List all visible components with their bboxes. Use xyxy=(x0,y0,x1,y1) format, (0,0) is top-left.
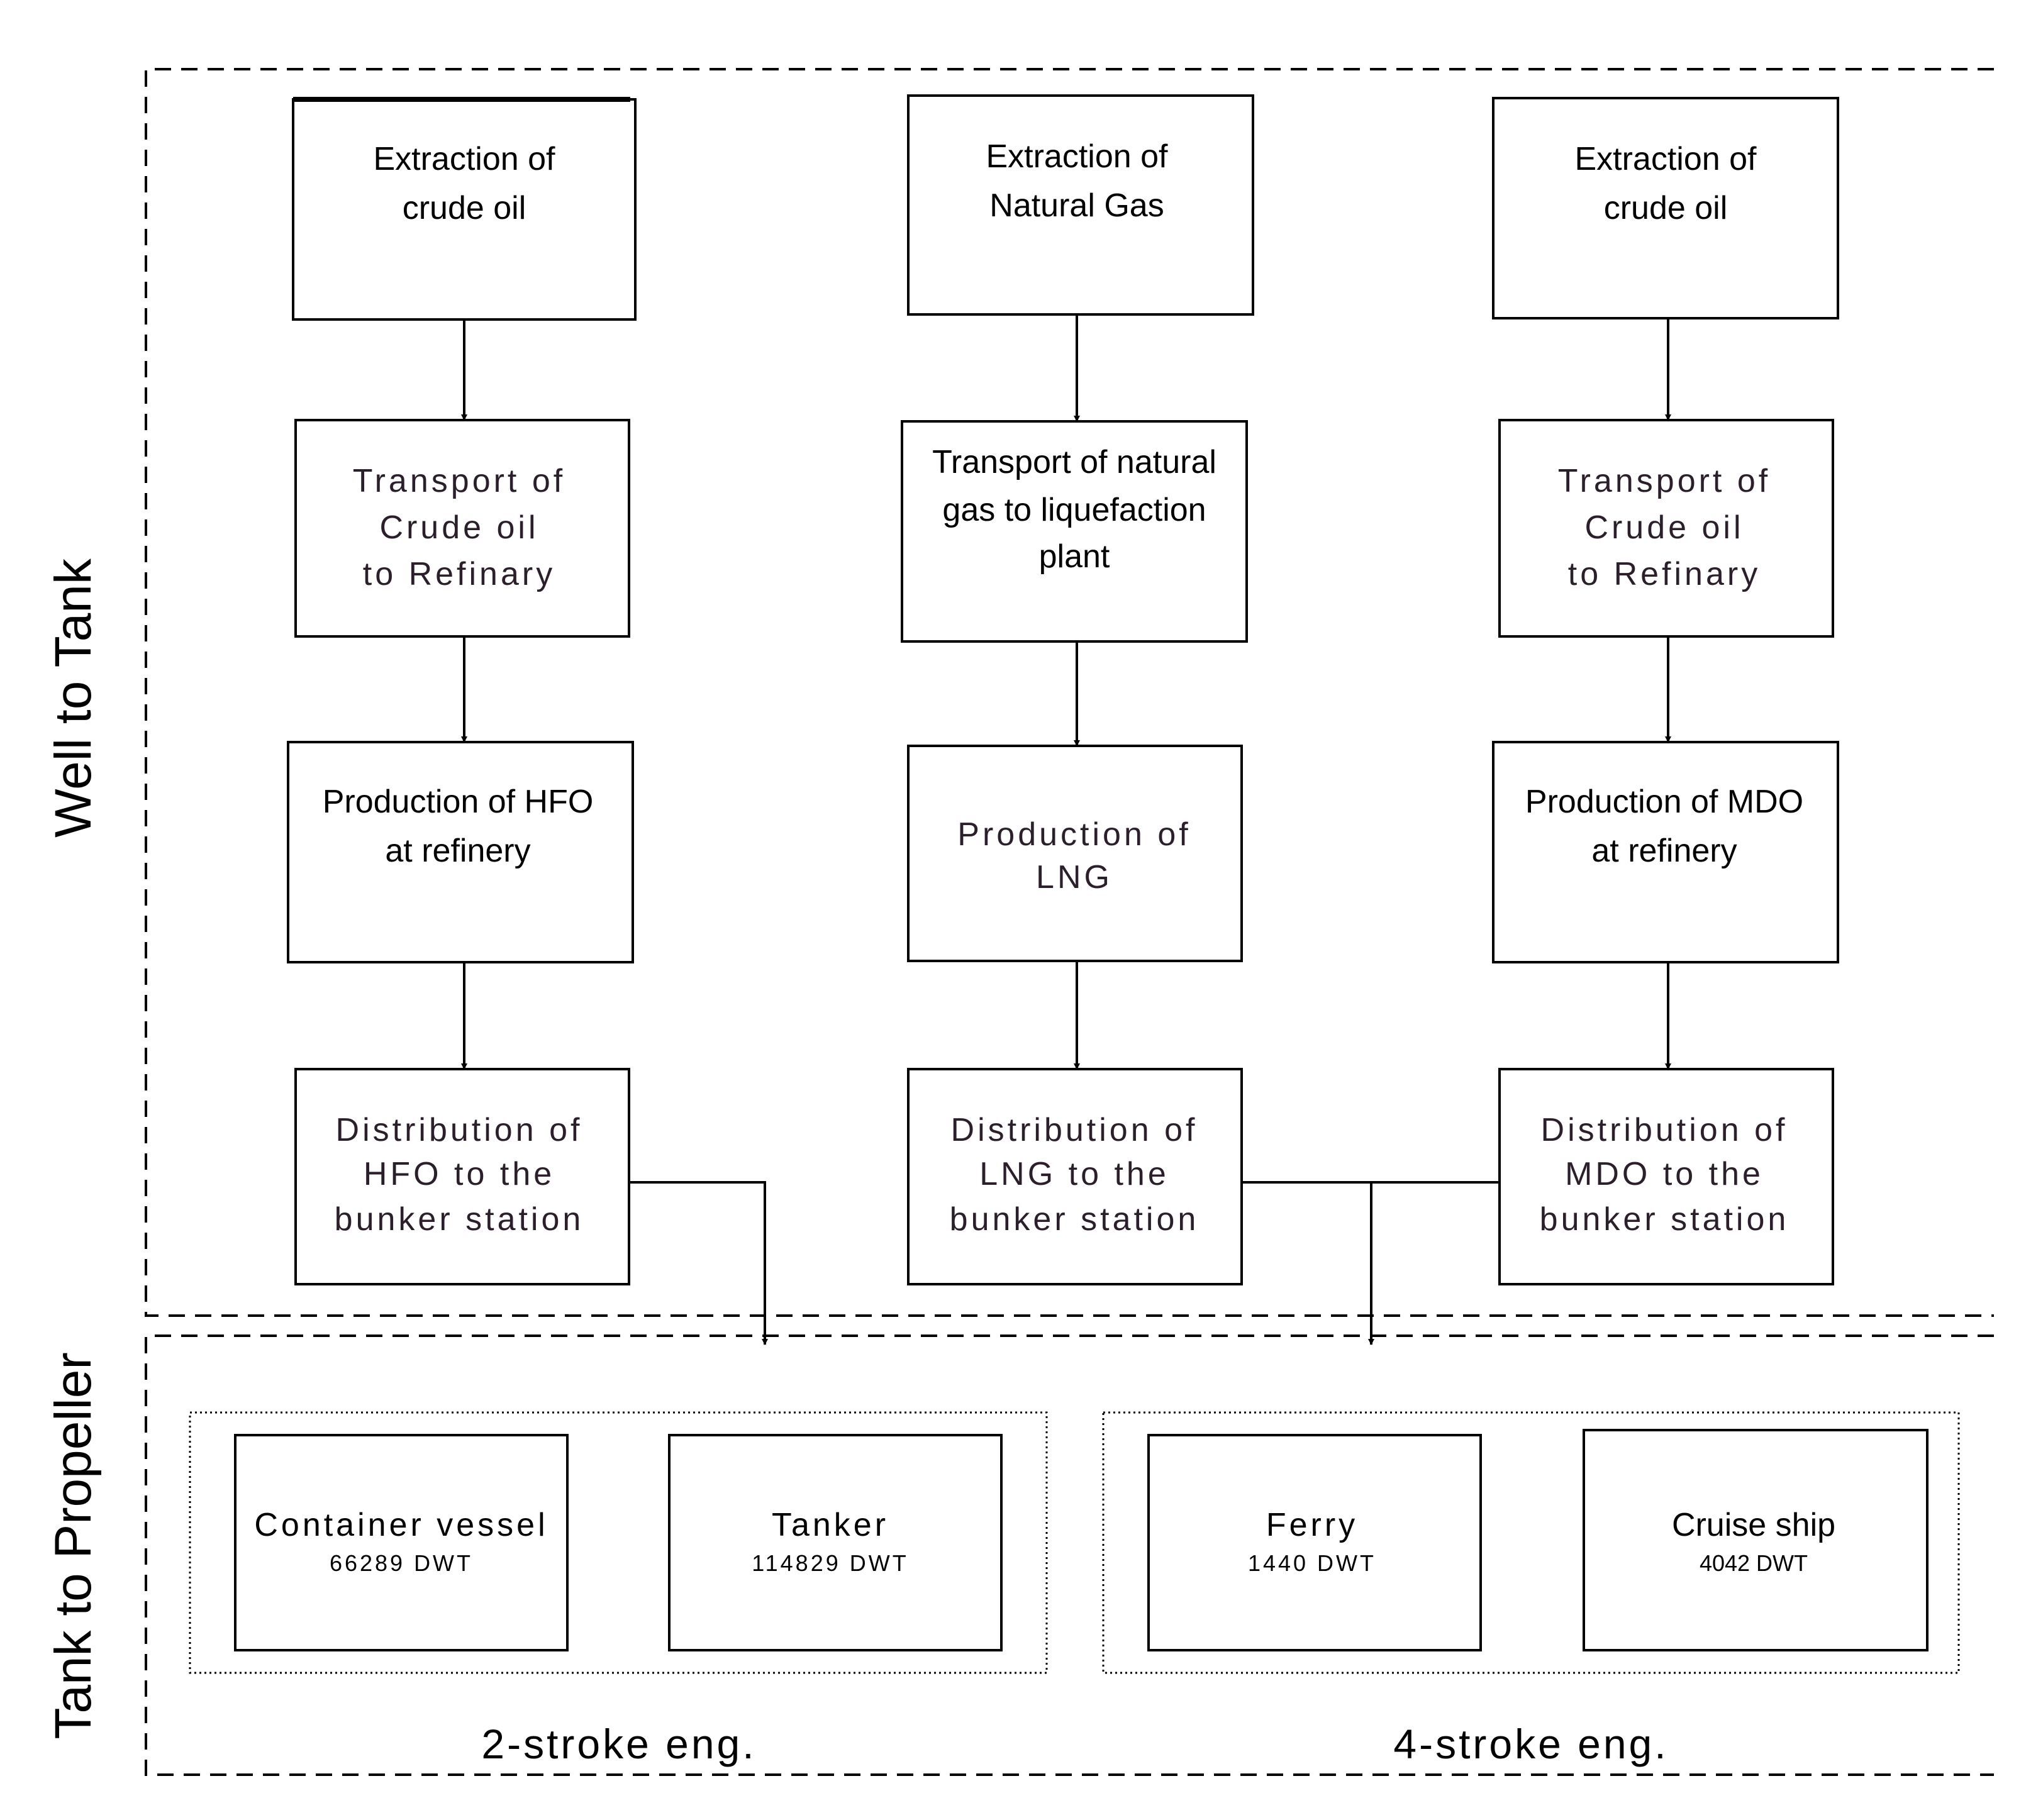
lng-production-line-1: Production of xyxy=(957,816,1191,853)
distribution-connectors xyxy=(629,1181,1500,1345)
lng-extraction-box: Extraction of Natural Gas xyxy=(907,94,1254,316)
hfo-extraction-box: Extraction of crude oil xyxy=(292,97,637,321)
two-stroke-label: 2-stroke eng. xyxy=(481,1721,756,1767)
lng-production-line-2: LNG xyxy=(1036,859,1113,896)
hfo-transport-box: Transport of Crude oil to Refinary xyxy=(294,419,630,638)
four-stroke-group: Ferry 1440 DWT Cruise ship 4042 DWT 4-st… xyxy=(1102,1411,1960,1767)
lng-extraction-line-1: Extraction of xyxy=(986,138,1168,175)
ferry-dwt: 1440 DWT xyxy=(1248,1550,1376,1576)
mdo-transport-line-1: Transport of xyxy=(1558,463,1771,499)
mdo-production-line-1: Production of MDO xyxy=(1525,784,1803,820)
cruise-ship-dwt: 4042 DWT xyxy=(1700,1550,1808,1576)
cruise-ship-name: Cruise ship xyxy=(1672,1507,1835,1543)
ferry-box: Ferry 1440 DWT xyxy=(1147,1434,1482,1651)
hfo-distribution-line-2: HFO to the xyxy=(364,1156,555,1192)
mdo-transport-box: Transport of Crude oil to Refinary xyxy=(1498,419,1834,638)
mdo-transport-line-3: to Refinary xyxy=(1568,556,1761,592)
lng-production-box: Production of LNG xyxy=(907,745,1243,962)
container-vessel-dwt: 66289 DWT xyxy=(330,1550,473,1576)
hfo-extraction-line-2: crude oil xyxy=(403,190,526,226)
mdo-extraction-line-2: crude oil xyxy=(1604,190,1728,226)
mdo-production-box: Production of MDO at refinery xyxy=(1492,741,1839,963)
hfo-production-line-1: Production of HFO xyxy=(323,784,594,820)
tank-to-propeller-frame xyxy=(145,1334,1994,1776)
tanker-box: Tanker 114829 DWT xyxy=(668,1434,1003,1651)
section-label-tank-to-propeller: Tank to Propeller xyxy=(45,1352,102,1739)
hfo-extraction-line-1: Extraction of xyxy=(373,141,555,177)
tanker-dwt: 114829 DWT xyxy=(752,1550,908,1576)
hfo-transport-line-2: Crude oil xyxy=(379,509,538,546)
hfo-to-two-stroke-connector xyxy=(629,1181,768,1345)
lng-distribution-line-3: bunker station xyxy=(950,1201,1199,1238)
lng-extraction-line-2: Natural Gas xyxy=(989,187,1164,224)
lng-transport-box: Transport of natural gas to liquefaction… xyxy=(901,420,1248,643)
mdo-distribution-line-2: MDO to the xyxy=(1565,1156,1764,1192)
hfo-transport-line-3: to Refinary xyxy=(363,556,555,592)
well-to-tank-frame xyxy=(145,68,1994,1317)
mdo-production-line-2: at refinery xyxy=(1591,833,1737,869)
lng-transport-line-2: gas to liquefaction xyxy=(942,492,1206,528)
cruise-ship-box: Cruise ship 4042 DWT xyxy=(1583,1429,1929,1651)
chain-arrows xyxy=(461,314,1671,1070)
container-vessel-name: Container vessel xyxy=(254,1507,548,1543)
lng-distribution-line-2: LNG to the xyxy=(979,1156,1169,1192)
section-label-well-to-tank: Well to Tank xyxy=(45,558,102,838)
four-stroke-label: 4-stroke eng. xyxy=(1393,1721,1668,1767)
hfo-distribution-line-3: bunker station xyxy=(335,1201,584,1238)
ferry-name: Ferry xyxy=(1266,1507,1358,1543)
hfo-transport-line-1: Transport of xyxy=(353,463,565,499)
tanker-name: Tanker xyxy=(772,1507,889,1543)
hfo-distribution-box: Distribution of HFO to the bunker statio… xyxy=(294,1068,630,1285)
two-stroke-group: Container vessel 66289 DWT Tanker 114829… xyxy=(189,1411,1048,1767)
lng-transport-line-3: plant xyxy=(1039,538,1110,575)
mdo-distribution-line-1: Distribution of xyxy=(1541,1112,1788,1148)
mdo-distribution-box: Distribution of MDO to the bunker statio… xyxy=(1498,1068,1834,1285)
hfo-production-line-2: at refinery xyxy=(385,833,530,869)
mdo-distribution-line-3: bunker station xyxy=(1540,1201,1789,1238)
container-vessel-box: Container vessel 66289 DWT xyxy=(234,1434,569,1651)
mdo-extraction-box: Extraction of crude oil xyxy=(1492,97,1839,319)
lng-transport-line-1: Transport of natural xyxy=(932,444,1216,480)
lng-distribution-line-1: Distribution of xyxy=(951,1112,1198,1148)
lng-distribution-box: Distribution of LNG to the bunker statio… xyxy=(907,1068,1243,1285)
mdo-transport-line-2: Crude oil xyxy=(1584,509,1744,546)
hfo-distribution-line-1: Distribution of xyxy=(336,1112,583,1148)
mdo-extraction-line-1: Extraction of xyxy=(1574,141,1757,177)
hfo-production-box: Production of HFO at refinery xyxy=(287,741,634,963)
